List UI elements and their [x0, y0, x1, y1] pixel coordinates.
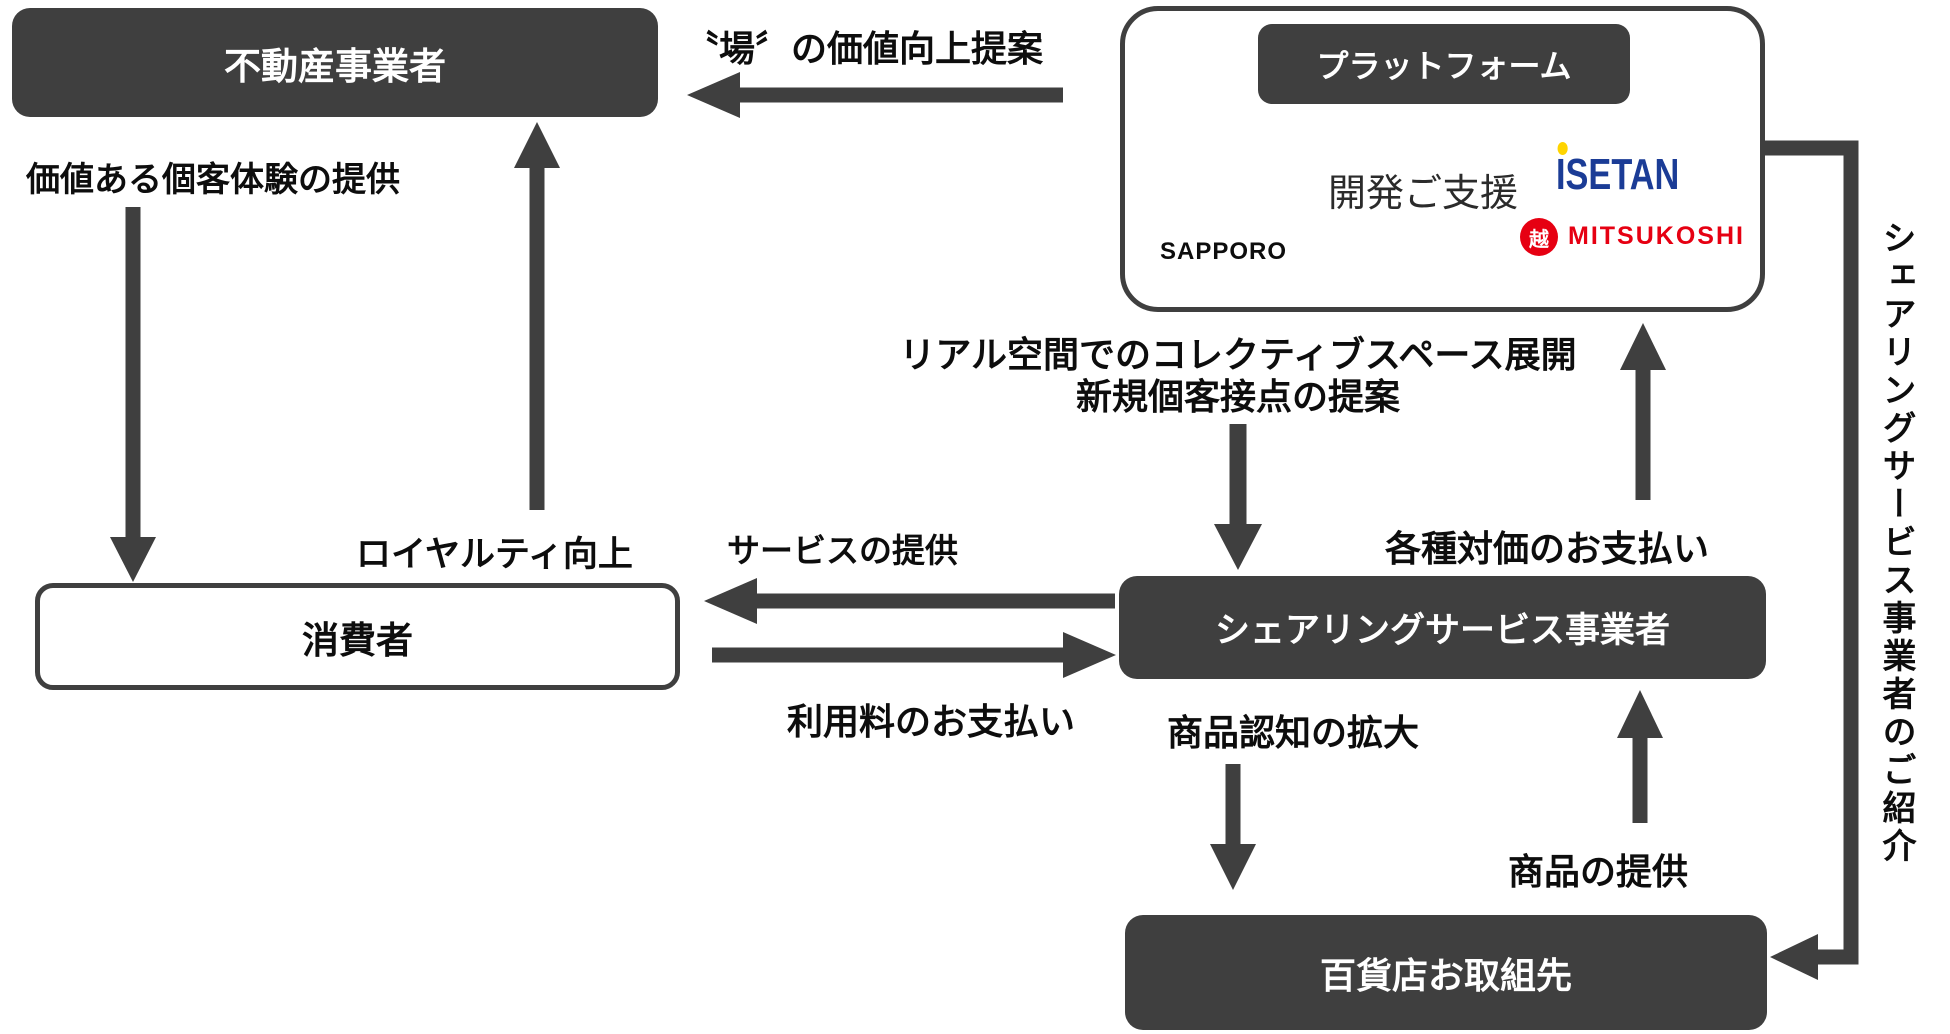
arrow-platform-to-real-estate — [687, 72, 1063, 118]
arrow-sharing-to-department — [1210, 764, 1256, 890]
isetan-yellow-dot-icon — [1557, 142, 1568, 155]
label-loyalty-up: ロイヤルティ向上 — [356, 535, 633, 574]
mitsukoshi-wordmark: MITSUKOSHI — [1568, 222, 1745, 250]
isetan-logo-rest: SETAN — [1565, 150, 1680, 199]
node-consumer-label: 消費者 — [302, 619, 413, 661]
label-place-value-proposal: 〝場〞の価値向上提案 — [683, 28, 1044, 69]
label-real-space-proposal: リアル空間でのコレクティブスペース展開 新規個客接点の提案 — [860, 334, 1616, 418]
node-sharing-service: シェアリングサービス事業者 — [1119, 576, 1766, 679]
node-platform-tag: プラットフォーム — [1258, 24, 1630, 104]
node-platform-label: プラットフォーム — [1316, 48, 1572, 84]
connector-platform-to-department — [1764, 140, 1859, 980]
label-compensation-payment: 各種対価のお支払い — [1385, 528, 1710, 569]
arrow-sharing-to-platform — [1620, 323, 1666, 500]
node-department-store-label: 百貨店お取組先 — [1319, 954, 1572, 996]
label-usage-fee: 利用料のお支払い — [787, 701, 1076, 742]
isetan-logo-i: I — [1556, 150, 1566, 199]
label-product-awareness: 商品認知の拡大 — [1167, 712, 1420, 753]
node-consumer: 消費者 — [35, 583, 680, 690]
isetan-logo: ISETAN — [1556, 142, 1680, 200]
node-sharing-service-label: シェアリングサービス事業者 — [1214, 611, 1670, 650]
label-real-space-line2: 新規個客接点の提案 — [1075, 376, 1400, 417]
development-support-label: 開発ご支援 — [1328, 173, 1519, 215]
arrow-platform-to-sharing — [1214, 424, 1262, 570]
arrow-consumer-to-real-estate — [514, 122, 560, 510]
node-department-store: 百貨店お取組先 — [1125, 915, 1767, 1030]
arrow-department-to-sharing — [1617, 690, 1663, 823]
arrow-usage-fee — [712, 632, 1116, 678]
label-real-space-line1: リアル空間でのコレクティブスペース展開 — [899, 334, 1577, 375]
label-valuable-experience: 価値ある個客体験の提供 — [26, 161, 400, 199]
node-real-estate-label: 不動産事業者 — [224, 45, 446, 87]
label-product-provision: 商品の提供 — [1508, 851, 1689, 892]
arrow-real-estate-to-consumer — [110, 207, 156, 582]
mitsukoshi-seal-icon: 越 — [1520, 218, 1558, 256]
arrow-service-provision — [704, 578, 1115, 624]
node-real-estate: 不動産事業者 — [12, 8, 658, 117]
label-service-provision: サービスの提供 — [727, 532, 958, 569]
mitsukoshi-seal-glyph: 越 — [1529, 228, 1549, 251]
label-sharing-referral-vertical: シェアリングサービス事業者のご紹介 — [1877, 220, 1915, 866]
sapporo-wordmark: SAPPORO — [1160, 238, 1288, 265]
